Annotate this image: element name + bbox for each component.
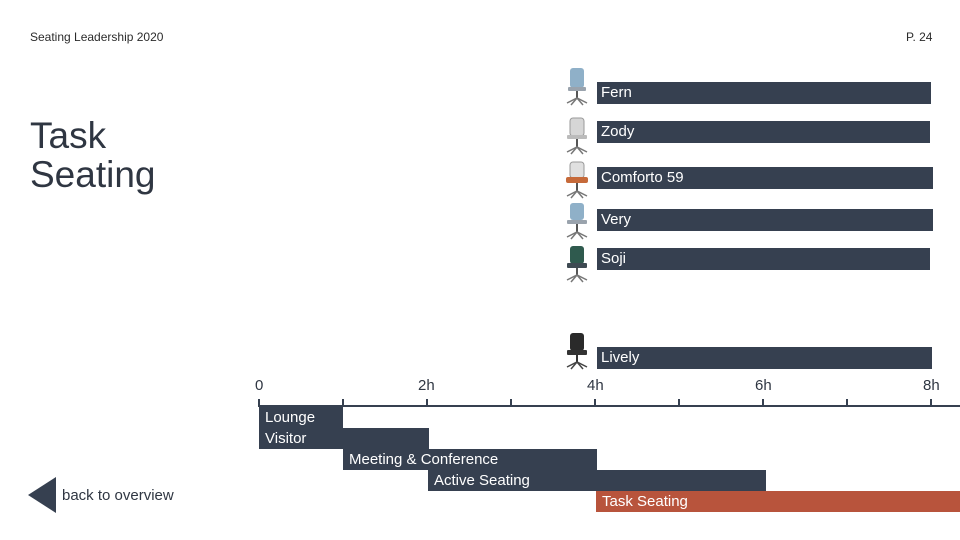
timeline-active-seating[interactable]: Active Seating (428, 470, 766, 491)
back-to-overview-label[interactable]: back to overview (62, 486, 174, 504)
soji-chair-icon[interactable] (562, 244, 592, 284)
product-bar-comforto-59[interactable]: Comforto 59 (597, 167, 933, 189)
product-bar-fern[interactable]: Fern (597, 82, 931, 104)
back-to-overview-button[interactable]: back to overview (28, 477, 174, 513)
axis-tick-mark (846, 399, 848, 407)
axis-tick-mark (342, 399, 344, 407)
timeline-visitor[interactable]: Visitor (259, 428, 429, 449)
page-number: P. 24 (906, 30, 933, 44)
axis-tick-mark (930, 399, 932, 407)
product-bar-very[interactable]: Very (597, 209, 933, 231)
timeline-task-seating[interactable]: Task Seating (596, 491, 960, 512)
very-chair-icon[interactable] (562, 201, 592, 241)
axis-tick-mark (762, 399, 764, 407)
axis-tick-4h: 4h (587, 377, 604, 394)
document-title: Seating Leadership 2020 (30, 30, 164, 44)
lively-chair-icon[interactable] (562, 331, 592, 371)
zody-chair-icon[interactable] (562, 116, 592, 156)
fern-chair-icon[interactable] (562, 67, 592, 107)
product-bar-lively[interactable]: Lively (597, 347, 932, 369)
axis-tick-mark (258, 399, 260, 407)
axis-tick-mark (678, 399, 680, 407)
product-bar-zody[interactable]: Zody (597, 121, 930, 143)
axis-tick-8h: 8h (923, 377, 940, 394)
axis-tick-mark (426, 399, 428, 407)
page-title: Task Seating (30, 116, 156, 194)
title-line-2: Seating (30, 154, 156, 195)
axis-tick-mark (594, 399, 596, 407)
axis-tick-mark (510, 399, 512, 407)
timeline-lounge[interactable]: Lounge (259, 407, 343, 428)
axis-tick-2h: 2h (418, 377, 435, 394)
triangle-left-icon[interactable] (28, 477, 56, 513)
product-bar-soji[interactable]: Soji (597, 248, 930, 270)
title-line-1: Task (30, 115, 107, 156)
axis-tick-6h: 6h (755, 377, 772, 394)
time-axis (258, 405, 960, 407)
timeline-meeting-conference[interactable]: Meeting & Conference (343, 449, 597, 470)
comforto-chair-icon[interactable] (562, 160, 592, 200)
axis-tick-0: 0 (255, 377, 264, 394)
